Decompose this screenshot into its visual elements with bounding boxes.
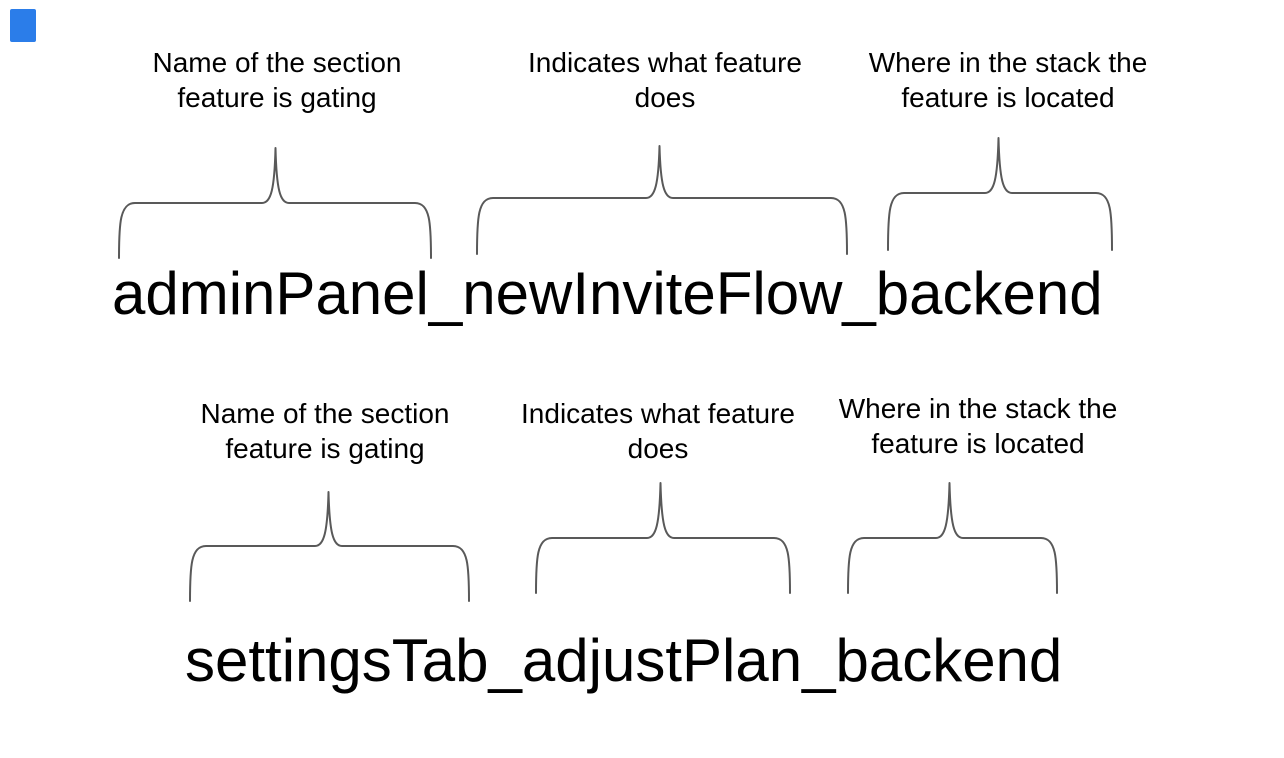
flag-name-admin-panel: adminPanel_newInviteFlow_backend	[112, 260, 1103, 327]
brace-row2-stack	[847, 482, 1058, 594]
label-stack-location-row2: Where in the stack the feature is locate…	[808, 391, 1148, 461]
label-line: feature is located	[871, 428, 1085, 459]
blue-square-decoration	[10, 9, 36, 42]
brace-row1-stack	[887, 137, 1113, 251]
label-line: Name of the section	[200, 398, 450, 429]
label-line: does	[634, 82, 696, 113]
label-line: feature is gating	[225, 433, 425, 464]
brace-row1-feature	[476, 145, 848, 255]
label-line: Where in the stack the	[868, 47, 1148, 78]
brace-row2-section	[189, 491, 470, 602]
label-line: Indicates what feature	[528, 47, 802, 78]
label-section-gating-row2: Name of the section feature is gating	[155, 396, 495, 466]
label-section-gating-row1: Name of the section feature is gating	[107, 45, 447, 115]
brace-row2-feature	[535, 482, 791, 594]
label-line: does	[627, 433, 689, 464]
label-line: feature is gating	[177, 82, 377, 113]
label-line: Name of the section	[152, 47, 402, 78]
label-feature-does-row1: Indicates what feature does	[495, 45, 835, 115]
flag-name-settings-tab: settingsTab_adjustPlan_backend	[185, 627, 1063, 694]
label-line: feature is located	[901, 82, 1115, 113]
label-stack-location-row1: Where in the stack the feature is locate…	[838, 45, 1178, 115]
label-line: Where in the stack the	[838, 393, 1118, 424]
label-feature-does-row2: Indicates what feature does	[488, 396, 828, 466]
brace-row1-section	[118, 147, 432, 259]
label-line: Indicates what feature	[521, 398, 795, 429]
